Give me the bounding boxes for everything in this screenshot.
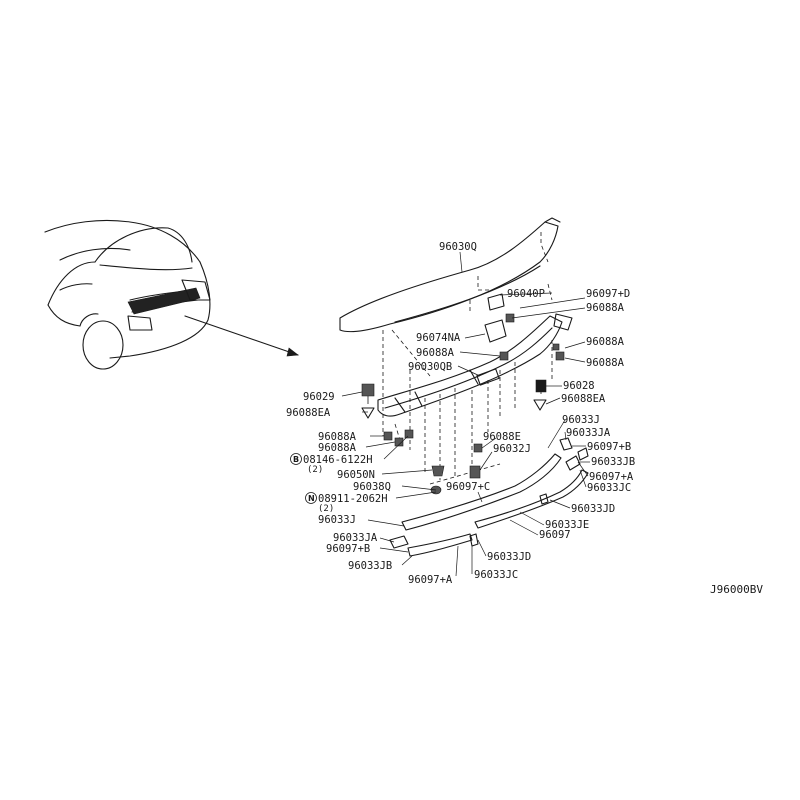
spoiler-base-96030qb: [377, 293, 573, 417]
label-96088a-top-right: 96088A: [586, 302, 625, 314]
car-rear-illustration: [44, 219, 299, 370]
label-96088a-right-upper: 96088A: [586, 336, 625, 348]
label-96088ea-right: 96088EA: [561, 393, 606, 405]
spoiler-96030q: [339, 217, 561, 333]
label-96088a-center: 96088A: [416, 347, 455, 359]
label-96028: 96028: [563, 380, 595, 392]
label-96088ea-left: 96088EA: [286, 407, 331, 419]
leader-lines: [341, 251, 590, 577]
label-96097-a-right: 96097+A: [589, 471, 634, 483]
label-96040p: 96040P: [507, 288, 545, 300]
label-96030qb: 96030QB: [408, 361, 452, 373]
label-96088a-left-upper: 96088A: [318, 431, 357, 443]
label-96033j-right: 96033J: [562, 414, 600, 426]
label-96033je: 96033JE: [545, 519, 589, 531]
label-08911-2062h: 08911-2062H: [318, 493, 388, 505]
label-96033ja-right: 96033JA: [566, 427, 611, 439]
nut-n-badge-circle: [305, 492, 317, 504]
label-96097-b-left: 96097+B: [326, 543, 370, 555]
label-96033jc-left: 96033JC: [474, 569, 518, 581]
label-96032j: 96032J: [493, 443, 531, 455]
label-96029: 96029: [303, 391, 335, 403]
diagram-code: J96000BV: [710, 583, 763, 596]
label-96074na: 96074NA: [416, 332, 461, 344]
hardware: [361, 313, 565, 495]
label-96030q: 96030Q: [439, 241, 477, 253]
label-96088e: 96088E: [483, 431, 521, 443]
label-96097-b-right: 96097+B: [587, 441, 631, 453]
label-96033jb-right: 96033JB: [591, 456, 635, 468]
label-96033ja-left: 96033JA: [333, 532, 378, 544]
bolt-b-badge: B: [293, 455, 299, 464]
label-96033jc-right: 96033JC: [587, 482, 631, 494]
bolt-b-badge-circle: [290, 453, 302, 465]
label-96097-c: 96097+C: [446, 481, 490, 493]
label-96088a-right-lower: 96088A: [586, 357, 625, 369]
label-96038q: 96038Q: [353, 481, 391, 493]
label-96033jd-left: 96033JD: [487, 551, 531, 563]
label-08146-qty: (2): [307, 465, 323, 475]
label-96097: 96097: [539, 529, 571, 541]
label-08911-qty: (2): [318, 504, 334, 514]
nut-n-badge: N: [308, 494, 315, 503]
label-96088a-left-lower: 96088A: [318, 442, 357, 454]
molding-strips: [389, 437, 589, 557]
label-96033jb-left: 96033JB: [348, 560, 392, 572]
label-08146-6122h: 08146-6122H: [303, 454, 373, 466]
label-96050n: 96050N: [337, 469, 375, 481]
label-96097-d: 96097+D: [586, 288, 630, 300]
label-96097-a-left: 96097+A: [408, 574, 453, 586]
part-labels: 96030Q 96040P 96097+D 96088A 96074NA 960…: [286, 241, 763, 596]
label-96033jd-right: 96033JD: [571, 503, 615, 515]
label-96033j-left: 96033J: [318, 514, 356, 526]
